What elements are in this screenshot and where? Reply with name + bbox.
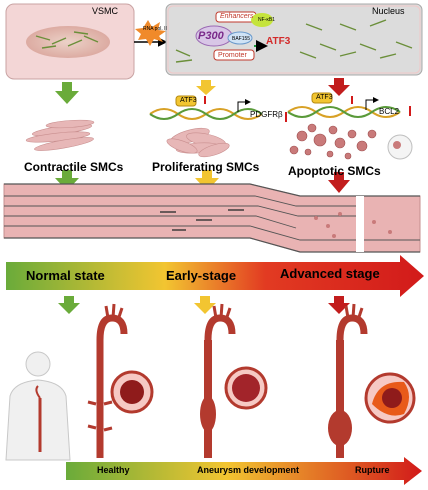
apoptotic-cells	[289, 123, 377, 160]
rupture-label: Rupture	[355, 465, 390, 475]
smc-dashes	[160, 209, 244, 231]
promoter-box	[213, 49, 255, 61]
atf3-apop-label: ATF3	[316, 94, 333, 101]
contractile-cells	[25, 119, 95, 151]
bcl2-label: BCL2	[379, 107, 400, 116]
nfkb-label: NF-κB1	[258, 17, 275, 23]
baf155-label: BAF155	[232, 36, 251, 42]
aneurysm-bulge	[200, 396, 216, 432]
atf3-nuclear-label: ATF3	[266, 36, 291, 47]
elastic-laminae	[4, 195, 420, 241]
vsmc-chromatin	[35, 31, 99, 49]
baf155-complex	[227, 31, 253, 45]
proliferating-smcs-label: Proliferating SMCs	[152, 160, 260, 174]
vsmc-nucleus	[26, 26, 110, 58]
green-down-arrow-3	[58, 296, 80, 314]
aneurysm-lumen	[232, 374, 260, 402]
mechanical-force-burst	[135, 20, 166, 46]
p300-label: P300	[198, 30, 224, 42]
atf3-prolif-label: ATF3	[180, 97, 197, 104]
aneurysm-development-label: Aneurysm development	[197, 465, 300, 475]
vsmc-label: VSMC	[92, 6, 119, 16]
enhancers-label: Enhancers	[220, 13, 254, 20]
apoptotic-cell-inset-body	[393, 141, 401, 149]
nfkb-blob	[251, 13, 273, 27]
early-stage-label: Early-stage	[166, 268, 237, 283]
yellow-down-arrow-3	[194, 296, 216, 314]
nucleus-label: Nucleus	[372, 6, 405, 16]
red-down-arrow-2	[328, 172, 350, 193]
green-down-arrow-2	[55, 170, 79, 191]
human-aorta-arch	[35, 385, 41, 399]
pdgfrb-label: PDGFRβ	[250, 110, 283, 119]
vessel-apoptotic-dots	[314, 212, 392, 238]
healthy-label: Healthy	[97, 465, 130, 475]
yellow-down-arrow-nucleus	[196, 80, 216, 95]
rupture-lumen	[382, 388, 402, 408]
yellow-down-arrow-2	[195, 170, 219, 191]
healthy-lumen	[120, 380, 144, 404]
proliferating-cells	[166, 127, 230, 158]
dna-helix-proliferating	[149, 95, 263, 120]
dna-helix-apoptotic	[287, 92, 401, 118]
normal-state-label: Normal state	[26, 268, 105, 283]
advanced-stage-label: Advanced stage	[280, 266, 380, 281]
stage-progression-arrow	[6, 255, 424, 297]
rna-pol-label: RNA pol. II	[143, 26, 167, 32]
promoter-label: Promoter	[218, 52, 247, 59]
red-down-arrow-nucleus	[328, 78, 350, 96]
aorta-healthy	[87, 303, 128, 458]
human-figure	[5, 351, 71, 461]
apoptotic-smcs-label: Apoptotic SMCs	[288, 164, 381, 178]
rupture-bulge	[328, 410, 352, 446]
red-down-arrow-3	[328, 296, 350, 314]
nucleus-chromatin	[175, 19, 413, 63]
outcome-progression-arrow	[66, 457, 422, 485]
vessel-rupture-gap	[356, 196, 364, 252]
nucleus-inner-border	[167, 5, 421, 74]
contractile-smcs-label: Contractile SMCs	[24, 160, 124, 174]
green-down-arrow-1	[55, 82, 79, 104]
